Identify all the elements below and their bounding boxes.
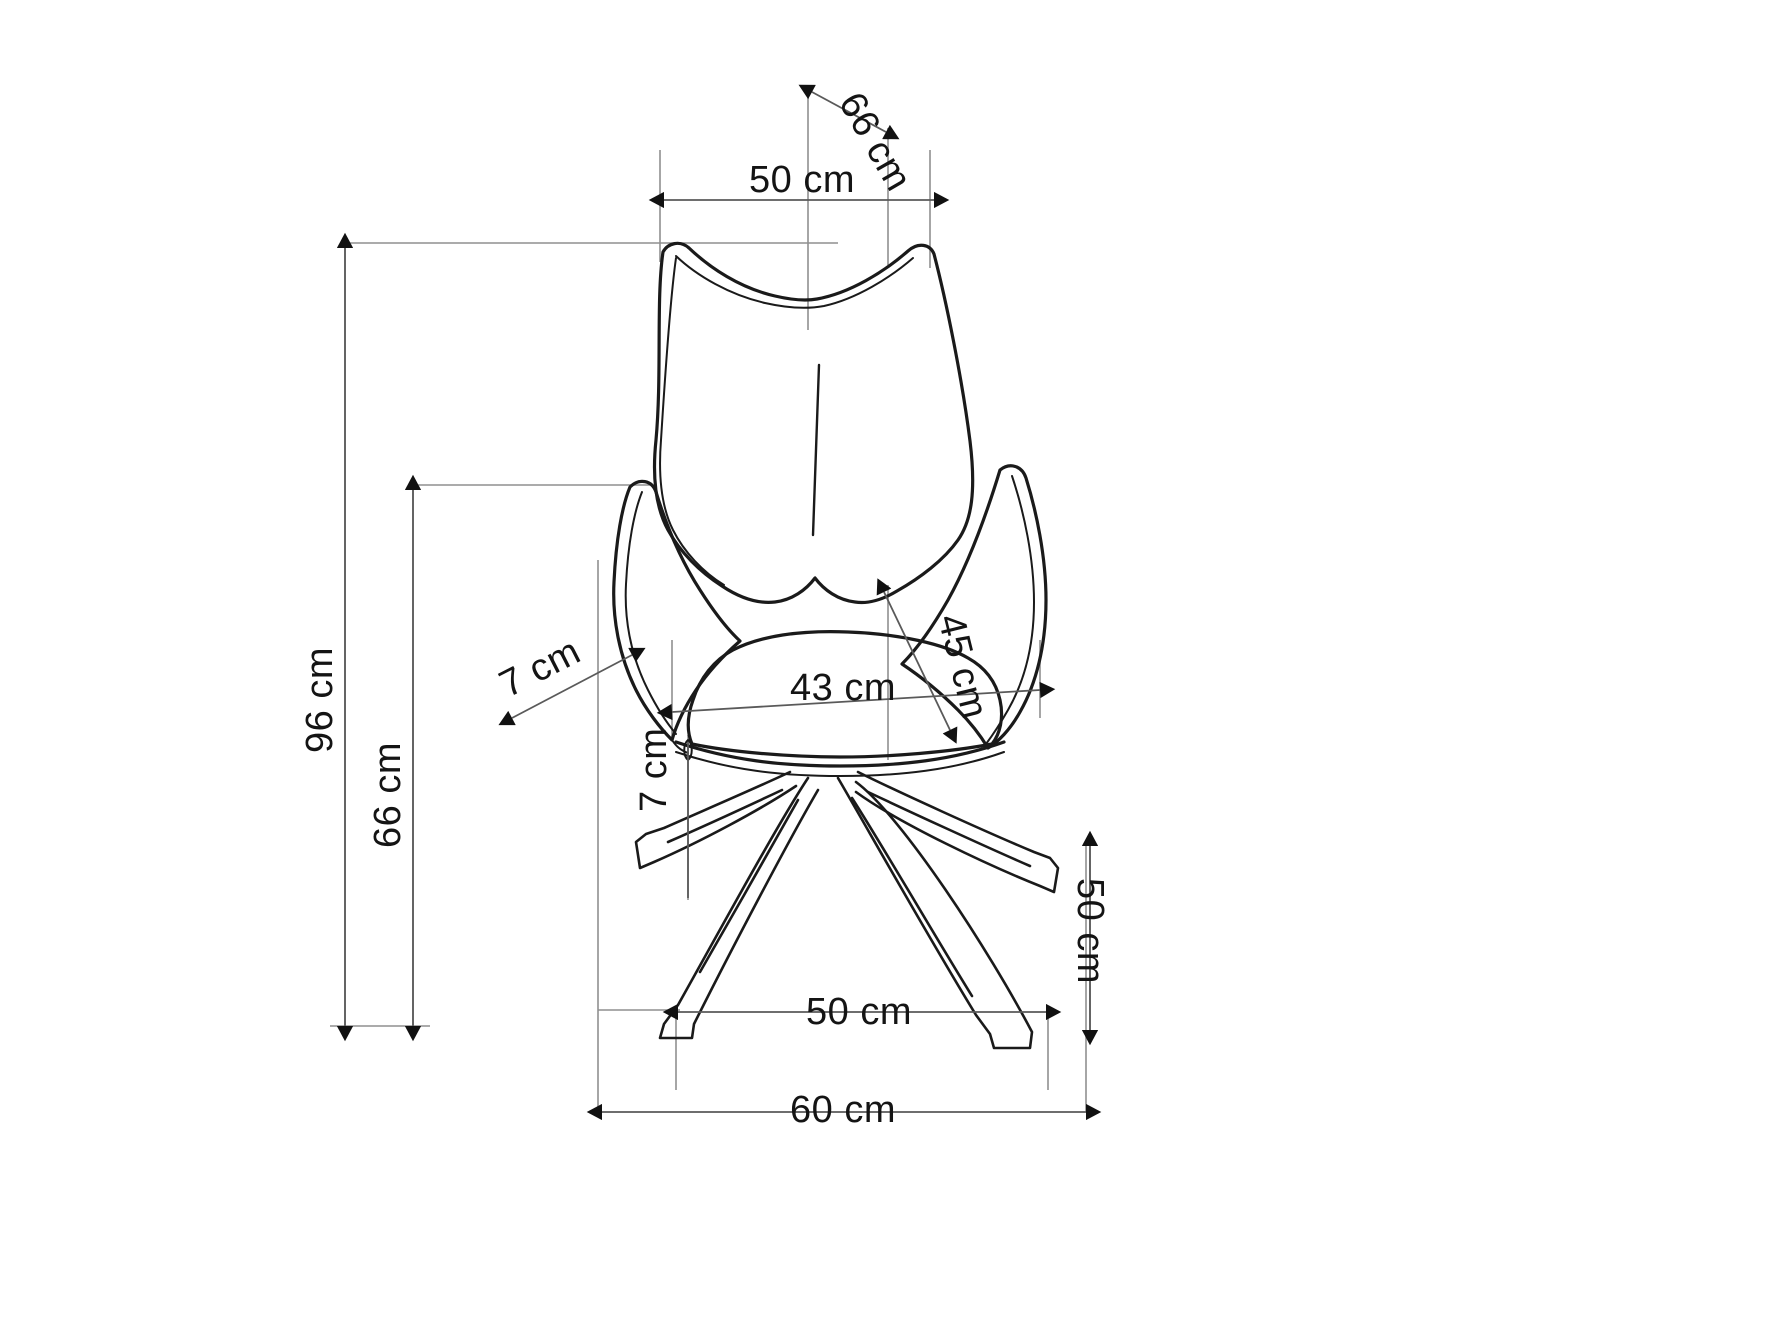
leg-front-right xyxy=(836,776,1034,1050)
dim-seat-edge-line xyxy=(498,647,646,726)
dimension-lines xyxy=(336,84,1102,1121)
label-seat-edge-thickness: 7 cm xyxy=(493,630,587,706)
dim-seat-width-line xyxy=(656,681,1056,721)
dim-backrest-diagonal-line xyxy=(798,84,900,140)
backrest-outline xyxy=(652,241,975,605)
leg-rear-left-inner xyxy=(666,788,784,844)
chair-illustration xyxy=(612,241,1060,1050)
seat-front-rim xyxy=(674,740,1006,768)
label-frame-thickness: 7 cm xyxy=(633,728,675,812)
leg-rear-right-inner xyxy=(866,790,1032,868)
seat-front-rim-inner xyxy=(675,751,1005,777)
leg-rear-right xyxy=(854,770,1060,894)
leg-front-right-inner xyxy=(850,796,974,998)
leg-front-left-inner xyxy=(698,798,800,974)
label-armrest-height: 66 cm xyxy=(367,742,409,848)
backrest-center-seam xyxy=(811,363,821,537)
leg-front-left xyxy=(658,776,820,1040)
backrest-top-seam xyxy=(675,255,914,309)
label-seat-width: 43 cm xyxy=(790,667,896,709)
label-overall-width: 60 cm xyxy=(790,1089,896,1131)
backrest-inner-seam xyxy=(659,257,725,586)
leg-rear-left xyxy=(634,770,798,870)
chair-base xyxy=(634,770,1060,1050)
dim-seat-depth-line xyxy=(876,578,958,744)
label-backrest-width: 50 cm xyxy=(749,159,855,201)
label-leg-height: 50 cm xyxy=(1069,878,1111,984)
label-total-height: 96 cm xyxy=(299,647,341,753)
label-base-width: 50 cm xyxy=(806,991,912,1033)
seat-left-joint xyxy=(671,739,689,754)
